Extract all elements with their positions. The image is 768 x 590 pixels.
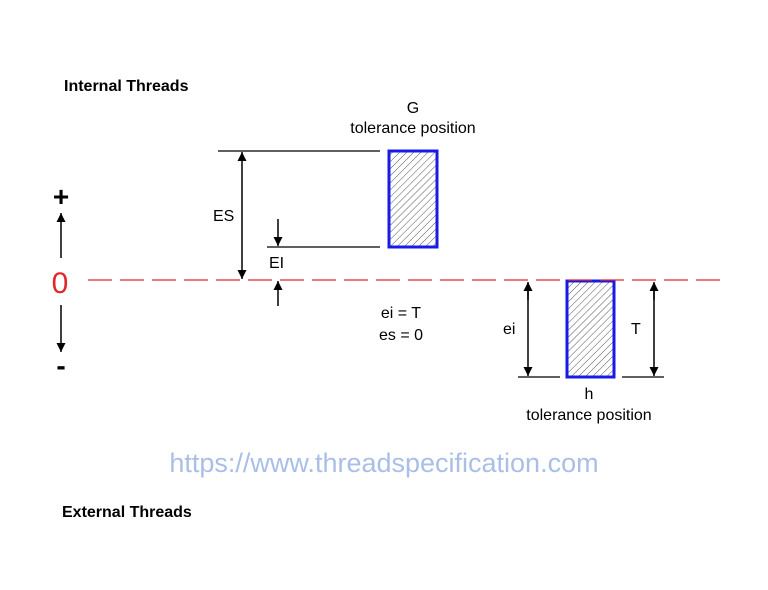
h-caption: tolerance position bbox=[526, 407, 651, 424]
minus-sign: - bbox=[56, 350, 65, 381]
internal-threads-label: Internal Threads bbox=[64, 78, 189, 95]
t-label: T bbox=[631, 321, 641, 338]
h-tolerance-zone bbox=[565, 279, 616, 379]
watermark: https://www.threadspecification.com bbox=[169, 448, 598, 478]
g-caption: tolerance position bbox=[350, 120, 475, 137]
external-threads-label: External Threads bbox=[62, 504, 192, 521]
h-letter: h bbox=[585, 386, 594, 403]
g-tolerance-zone bbox=[387, 149, 439, 249]
equation-ei: ei = T bbox=[381, 305, 421, 322]
g-letter: G bbox=[407, 100, 419, 117]
zero-label: 0 bbox=[52, 267, 69, 300]
es-label: ES bbox=[213, 208, 234, 225]
plus-sign: + bbox=[53, 181, 69, 212]
ei-upper-label: EI bbox=[269, 255, 284, 272]
equation-es: es = 0 bbox=[379, 327, 423, 344]
ei-lower-label: ei bbox=[503, 321, 515, 338]
